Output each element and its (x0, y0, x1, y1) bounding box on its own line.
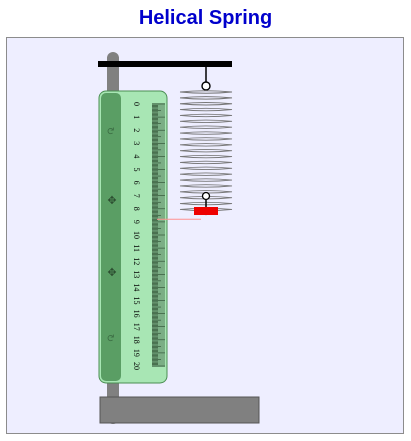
ruler-label: 11 (132, 244, 141, 252)
helical-spring[interactable] (179, 90, 233, 216)
spring-bottom-ring (201, 191, 211, 201)
spring-coil (179, 166, 233, 171)
spring-coil (179, 190, 233, 194)
ruler-label: 0 (132, 102, 141, 106)
move-arrows-icon[interactable]: ✥ (107, 267, 116, 279)
ruler-label: 19 (132, 349, 141, 357)
ruler-ticks (152, 103, 165, 367)
spring-top-ring (201, 81, 211, 91)
ruler-label: 7 (132, 194, 141, 198)
circle-arrow-icon[interactable]: ↻ (104, 334, 115, 342)
ruler-label: 12 (132, 257, 141, 265)
support-beam (98, 61, 232, 67)
spring-coil (179, 149, 233, 153)
ruler-label: 14 (132, 283, 141, 291)
spring-coil (179, 90, 233, 94)
stand-base (99, 396, 260, 424)
circle-arrow-icon[interactable]: ↻ (104, 127, 115, 135)
spring-coil (179, 172, 233, 176)
ruler-label: 2 (132, 128, 141, 132)
ruler-label: 4 (132, 154, 141, 158)
spring-coil (179, 102, 233, 106)
spring-coil (179, 125, 233, 129)
spring-coil (179, 113, 233, 118)
spring-coil (179, 107, 233, 112)
spring-coil (179, 154, 233, 159)
ruler-label: 9 (132, 220, 141, 224)
ruler-label: 10 (132, 231, 141, 239)
mass-weight[interactable] (194, 207, 218, 215)
ruler-label: 15 (132, 297, 141, 305)
ruler-label: 17 (132, 323, 141, 331)
spring-coil (179, 131, 233, 135)
ruler-label: 8 (132, 207, 141, 211)
spring-coil (179, 137, 233, 141)
spring-coil (179, 201, 233, 206)
move-arrows-icon[interactable]: ✥ (107, 195, 116, 207)
spring-coil (179, 96, 233, 100)
spring-coil (179, 178, 233, 182)
ruler-label: 3 (132, 141, 141, 145)
spring-coil (179, 195, 233, 200)
ruler-label: 1 (132, 115, 141, 119)
spring-coil (179, 184, 233, 188)
spring-coil (179, 143, 233, 147)
ruler-label: 16 (132, 310, 141, 318)
ruler-label: 18 (132, 336, 141, 344)
spring-coil (179, 119, 233, 124)
ruler-label: 6 (132, 181, 141, 185)
simulation-panel (6, 37, 404, 434)
page-title: Helical Spring (138, 7, 273, 29)
ruler-label: 5 (132, 168, 141, 172)
ruler-slide-strip[interactable] (101, 93, 121, 381)
ruler-label: 13 (132, 270, 141, 278)
spring-coil (179, 160, 233, 165)
ruler-label: 20 (132, 362, 141, 370)
